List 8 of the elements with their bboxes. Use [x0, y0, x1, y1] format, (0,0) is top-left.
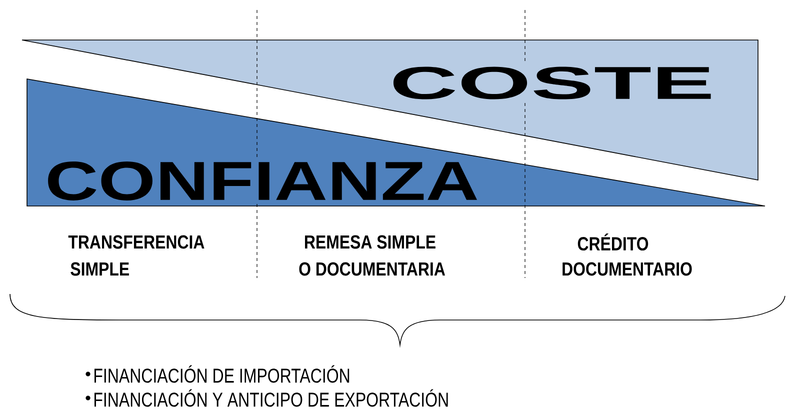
bullet-item: FINANCIACIÓN Y ANTICIPO DE EXPORTACIÓN: [86, 389, 448, 407]
bullet-item: FINANCIACIÓN DE IMPORTACIÓN: [86, 365, 350, 383]
category-label: REMESA SIMPLE: [305, 235, 436, 249]
category-label: O DOCUMENTARIA: [299, 262, 446, 276]
category-label: CRÉDITO: [578, 234, 648, 250]
category-label: TRANSFERENCIA: [68, 235, 204, 249]
category-label: DOCUMENTARIO: [562, 262, 692, 276]
category-label: SIMPLE: [70, 262, 129, 276]
